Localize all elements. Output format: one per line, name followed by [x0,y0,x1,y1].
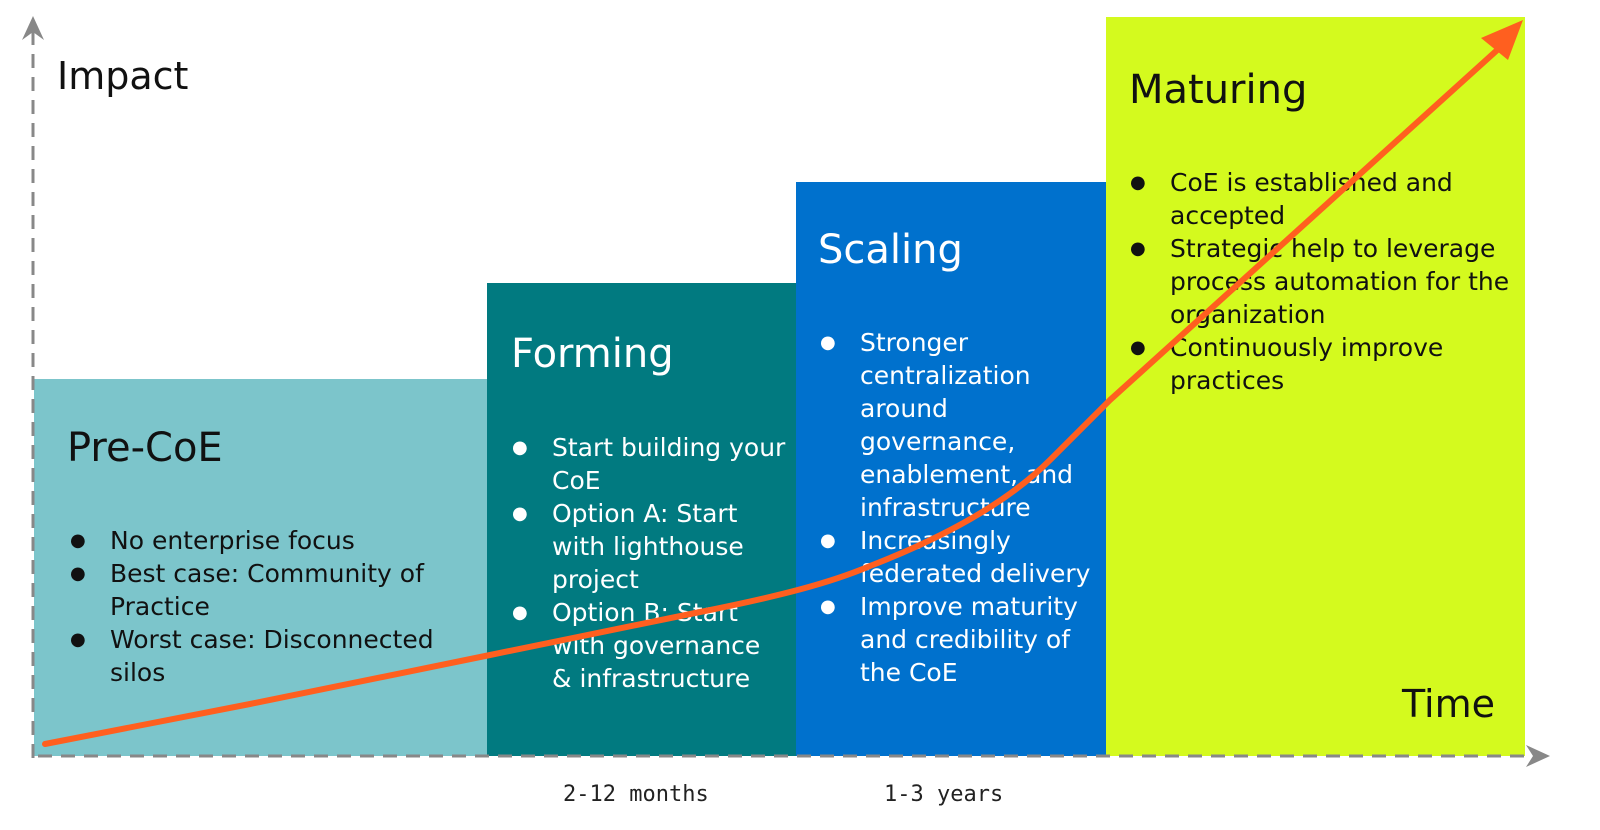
stage-forming-bullets: Start building your CoE Option A: Start … [512,431,787,695]
bullet-item: Improve maturity and credibility of the … [820,590,1095,689]
y-axis-arrow-icon [22,16,44,40]
bullet-item: Worst case: Disconnected silos [70,623,470,689]
bullet-item: Option A: Start with lighthouse project [512,497,787,596]
stage-pre-coe-title: Pre-CoE [67,425,223,471]
x-axis-label: Time [1402,682,1495,726]
y-axis-label: Impact [57,54,189,98]
bullet-item: No enterprise focus [70,524,470,557]
growth-curve-arrowhead-icon [1481,20,1523,60]
bullet-item: Continuously improve practices [1130,331,1510,397]
x-axis-arrow-icon [1526,745,1550,767]
bullet-item: Strategic help to leverage process autom… [1130,232,1510,331]
bullet-item: Increasingly federated delivery [820,524,1095,590]
bullet-item: Start building your CoE [512,431,787,497]
stage-scaling-title: Scaling [818,227,963,273]
stage-forming-title: Forming [511,331,674,377]
bullet-item: Best case: Community of Practice [70,557,470,623]
time-mark-scaling: 1-3 years [884,782,1004,807]
stage-maturing-bullets: CoE is established and accepted Strategi… [1130,166,1510,397]
stage-maturing-title: Maturing [1129,67,1308,113]
bullet-item: CoE is established and accepted [1130,166,1510,232]
growth-curve [42,40,1508,747]
bullet-item: Option B: Start with governance & infras… [512,596,787,695]
stage-pre-coe-bullets: No enterprise focus Best case: Community… [70,524,470,689]
time-mark-forming: 2-12 months [563,782,709,807]
